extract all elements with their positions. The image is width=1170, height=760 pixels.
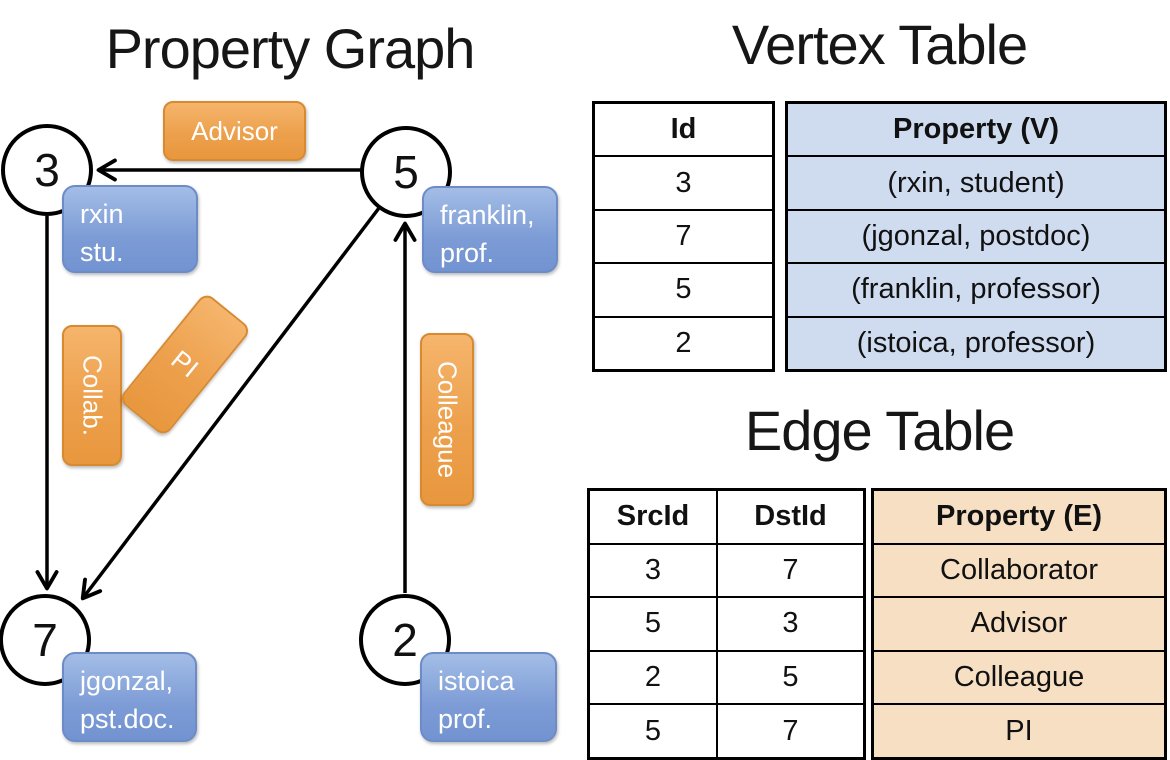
table-row: (istoica, professor) bbox=[788, 315, 1164, 369]
table-row: 3 7 bbox=[590, 542, 863, 597]
edge-table-title: Edge Table bbox=[744, 399, 1015, 462]
table-row: (jgonzal, postdoc) bbox=[788, 208, 1164, 262]
edge-table-property-column: Property (E) Collaborator Advisor Collea… bbox=[871, 488, 1167, 760]
table-cell: 5 bbox=[590, 598, 718, 650]
vertex-label-franklin-line1: franklin, bbox=[440, 200, 535, 230]
vertex-label-rxin-line1: rxin bbox=[80, 199, 124, 229]
vertex-label-rxin-line2: stu. bbox=[80, 237, 124, 268]
table-row: (rxin, student) bbox=[788, 155, 1164, 208]
table-row: 5 7 bbox=[590, 703, 863, 757]
vertex-label-jgonzal-line2: pst.doc. bbox=[80, 704, 175, 735]
table-row: Collaborator bbox=[874, 542, 1164, 597]
edge-label-collab: Collab. bbox=[62, 325, 122, 466]
table-cell: 3 bbox=[590, 544, 718, 597]
table-cell: 5 bbox=[782, 661, 799, 694]
node-2-id: 2 bbox=[392, 614, 418, 666]
table-row: 3 bbox=[595, 155, 772, 208]
vertex-label-istoica-line1: istoica bbox=[438, 666, 515, 696]
edge-label-pi: PI bbox=[117, 291, 253, 438]
edge-table-dstid-header: DstId bbox=[754, 500, 827, 533]
table-cell: 7 bbox=[782, 714, 799, 747]
edge-label-advisor: Advisor bbox=[163, 101, 306, 161]
edge-table-property-header: Property (E) bbox=[936, 500, 1102, 533]
vertex-label-istoica: istoica prof. bbox=[420, 652, 557, 742]
edge-table-id-columns: SrcId DstId 3 7 5 3 2 5 5 7 bbox=[587, 488, 866, 760]
graph-node-5: 5 bbox=[360, 126, 452, 218]
node-7-id: 7 bbox=[32, 614, 58, 666]
vertex-table-title: Vertex Table bbox=[731, 13, 1028, 76]
table-row: 5 3 bbox=[590, 596, 863, 650]
vertex-table-id-header: Id bbox=[670, 113, 697, 146]
vertex-table-property-column: Property (V) (rxin, student) (jgonzal, p… bbox=[785, 101, 1167, 372]
vertex-label-rxin: rxin stu. bbox=[62, 185, 198, 273]
table-row: 7 bbox=[595, 208, 772, 262]
table-row: 2 5 bbox=[590, 649, 863, 704]
vertex-label-istoica-line2: prof. bbox=[438, 704, 493, 735]
vertex-label-franklin: franklin, prof. bbox=[422, 186, 558, 273]
table-cell: 2 bbox=[590, 651, 718, 704]
table-row: 5 bbox=[595, 262, 772, 315]
table-row: Advisor bbox=[874, 596, 1164, 650]
vertex-table-property-header: Property (V) bbox=[893, 113, 1059, 146]
table-row: (franklin, professor) bbox=[788, 262, 1164, 315]
property-graph-title: Property Graph bbox=[105, 17, 476, 80]
table-cell: 3 bbox=[782, 607, 799, 640]
table-cell: 7 bbox=[782, 553, 799, 586]
edge-label-colleague: Colleague bbox=[420, 333, 474, 506]
vertex-label-franklin-line2: prof. bbox=[440, 238, 495, 269]
vertex-table-id-column: Id 3 7 5 2 bbox=[592, 101, 775, 372]
node-5-id: 5 bbox=[393, 146, 419, 198]
node-3-id: 3 bbox=[34, 144, 60, 196]
table-cell: 5 bbox=[590, 705, 718, 757]
vertex-label-jgonzal-line1: jgonzal, bbox=[80, 666, 174, 696]
graph-node-3: 3 bbox=[1, 124, 93, 216]
table-row: PI bbox=[874, 703, 1164, 757]
table-row: 2 bbox=[595, 315, 772, 369]
vertex-label-jgonzal: jgonzal, pst.doc. bbox=[62, 652, 197, 742]
edge-table-srcid-header: SrcId bbox=[590, 491, 718, 543]
table-row: Colleague bbox=[874, 649, 1164, 704]
